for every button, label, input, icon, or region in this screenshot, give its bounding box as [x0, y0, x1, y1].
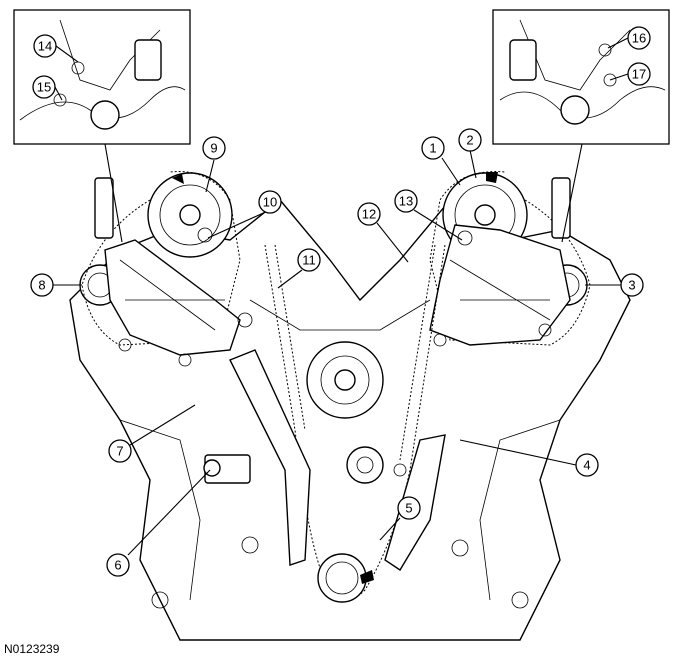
- left-camshaft-sprocket: [147, 172, 233, 258]
- callout-17: 17: [627, 62, 651, 86]
- svg-text:16: 16: [632, 31, 646, 46]
- left-chain-guide: [104, 227, 253, 367]
- callout-11: 11: [297, 248, 321, 272]
- figure-id: N0123239: [4, 642, 60, 656]
- right-vct-solenoid: [551, 177, 571, 239]
- callout-15: 15: [32, 75, 56, 99]
- callout-10: 10: [258, 190, 282, 214]
- oil-pump: [346, 446, 384, 484]
- leader-lines: [53, 37, 629, 556]
- callout-7: 7: [108, 439, 132, 463]
- callout-8: 8: [30, 273, 54, 297]
- callout-13: 13: [394, 189, 418, 213]
- svg-text:3: 3: [628, 278, 635, 293]
- callout-4: 4: [575, 453, 599, 477]
- svg-text:1: 1: [429, 141, 436, 156]
- inset-left-connector: [104, 143, 123, 243]
- water-pump-pulley: [306, 341, 384, 419]
- callout-16: 16: [627, 26, 651, 50]
- callout-2: 2: [458, 128, 482, 152]
- svg-text:17: 17: [632, 67, 646, 82]
- svg-text:12: 12: [362, 207, 376, 222]
- primary-chain-tensioner-arm: [229, 349, 311, 566]
- svg-text:13: 13: [399, 194, 413, 209]
- svg-text:14: 14: [38, 39, 52, 54]
- callout-14: 14: [33, 34, 57, 58]
- callout-1: 1: [421, 136, 445, 160]
- callout-5: 5: [397, 496, 421, 520]
- callout-3: 3: [620, 273, 644, 297]
- svg-text:5: 5: [405, 501, 412, 516]
- left-timing-chain: [81, 171, 241, 346]
- primary-chain-tensioner: [203, 454, 251, 484]
- svg-text:6: 6: [114, 558, 121, 573]
- svg-text:7: 7: [116, 444, 123, 459]
- svg-text:10: 10: [263, 195, 277, 210]
- callout-12: 12: [357, 202, 381, 226]
- svg-text:2: 2: [466, 133, 473, 148]
- inset-right-connector: [561, 143, 583, 243]
- svg-text:9: 9: [210, 141, 217, 156]
- crankshaft-sprocket: [317, 553, 374, 603]
- callout-6: 6: [106, 553, 130, 577]
- svg-text:8: 8: [38, 278, 45, 293]
- svg-text:11: 11: [302, 253, 316, 268]
- right-chain-guide: [429, 224, 571, 347]
- svg-text:4: 4: [583, 458, 590, 473]
- callout-9: 9: [202, 136, 226, 160]
- left-vct-solenoid: [94, 177, 114, 239]
- svg-text:15: 15: [37, 80, 51, 95]
